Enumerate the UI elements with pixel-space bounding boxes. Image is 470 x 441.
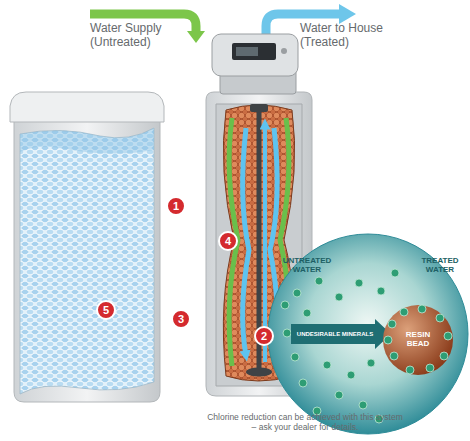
control-valve [281,48,287,54]
outlet-label: Water to House (Treated) [300,22,396,50]
ion-exchange-circle: UNTREATED WATER TREATED WATER UNDESIRABLE … [267,233,469,435]
mineral-dot [400,308,408,316]
mineral-dot [426,364,434,372]
callout-number: 3 [171,309,191,329]
bead-circle [383,305,453,375]
callout-circle [172,310,190,328]
control-valve [236,47,258,56]
mineral-dot [299,379,307,387]
callout-number: 1 [166,196,186,216]
mineral-dot [406,366,414,374]
callout-number: 4 [218,231,238,251]
callout-circle [97,301,115,319]
node-text: UNDESIRABLE MINERALS [293,319,377,349]
control-valve [212,34,298,94]
brine-tank [20,128,154,154]
brine-tank [10,92,164,402]
mineral-dot [384,336,392,344]
node-text: UNTREATED WATER [279,257,335,275]
arrow-shape [291,319,391,349]
mineral-dot [335,391,343,399]
callout-number: 5 [96,300,116,320]
callout-number: 4 [218,231,238,251]
node-text: TREATED WATER [417,257,463,275]
mineral-dot [391,269,399,277]
mineral-dot [388,320,396,328]
resin-tank [243,128,249,356]
brine-tank [20,128,154,394]
callout-number: 2 [254,326,274,346]
callout-circle [219,232,237,250]
mineral-dot [291,353,299,361]
mineral-dot [355,279,363,287]
mineral-dot [367,359,375,367]
mineral-dot [347,371,355,379]
callout-circle [255,327,273,345]
node-text: RESIN BEAD [396,304,440,376]
callout-number: 2 [254,326,274,346]
mineral-dot [440,352,448,360]
mineral-dot [315,277,323,285]
mineral-dot [281,301,289,309]
callout-number: 3 [171,309,191,329]
resin-bead: RESIN BEAD [382,304,454,376]
mineral-dot [293,289,301,297]
callout-number: 1 [166,196,186,216]
mineral-dot [444,332,452,340]
callout-number: 5 [96,300,116,320]
supply-label: Water Supply (Untreated) [90,22,172,50]
mineral-dot [436,314,444,322]
mineral-dot [359,401,367,409]
mineral-dot [323,361,331,369]
mineral-arrow: UNDESIRABLE MINERALS [291,319,391,349]
mineral-dot [335,293,343,301]
house-arrow [339,4,356,24]
water-circle [268,234,468,434]
mineral-dot [283,329,291,337]
brine-tank [10,92,164,122]
resin-tank [250,104,268,112]
resin-tank [246,368,272,377]
mineral-dot [303,309,311,317]
control-valve [232,43,276,60]
callout-circle [167,197,185,215]
note-text: Chlorine reduction can be achieved with … [205,413,405,433]
supply-arrow [187,31,205,43]
mineral-dot [377,287,385,295]
control-valve [212,34,298,76]
brine-tank [14,118,160,402]
mineral-dot [418,305,426,313]
mineral-dot [390,352,398,360]
